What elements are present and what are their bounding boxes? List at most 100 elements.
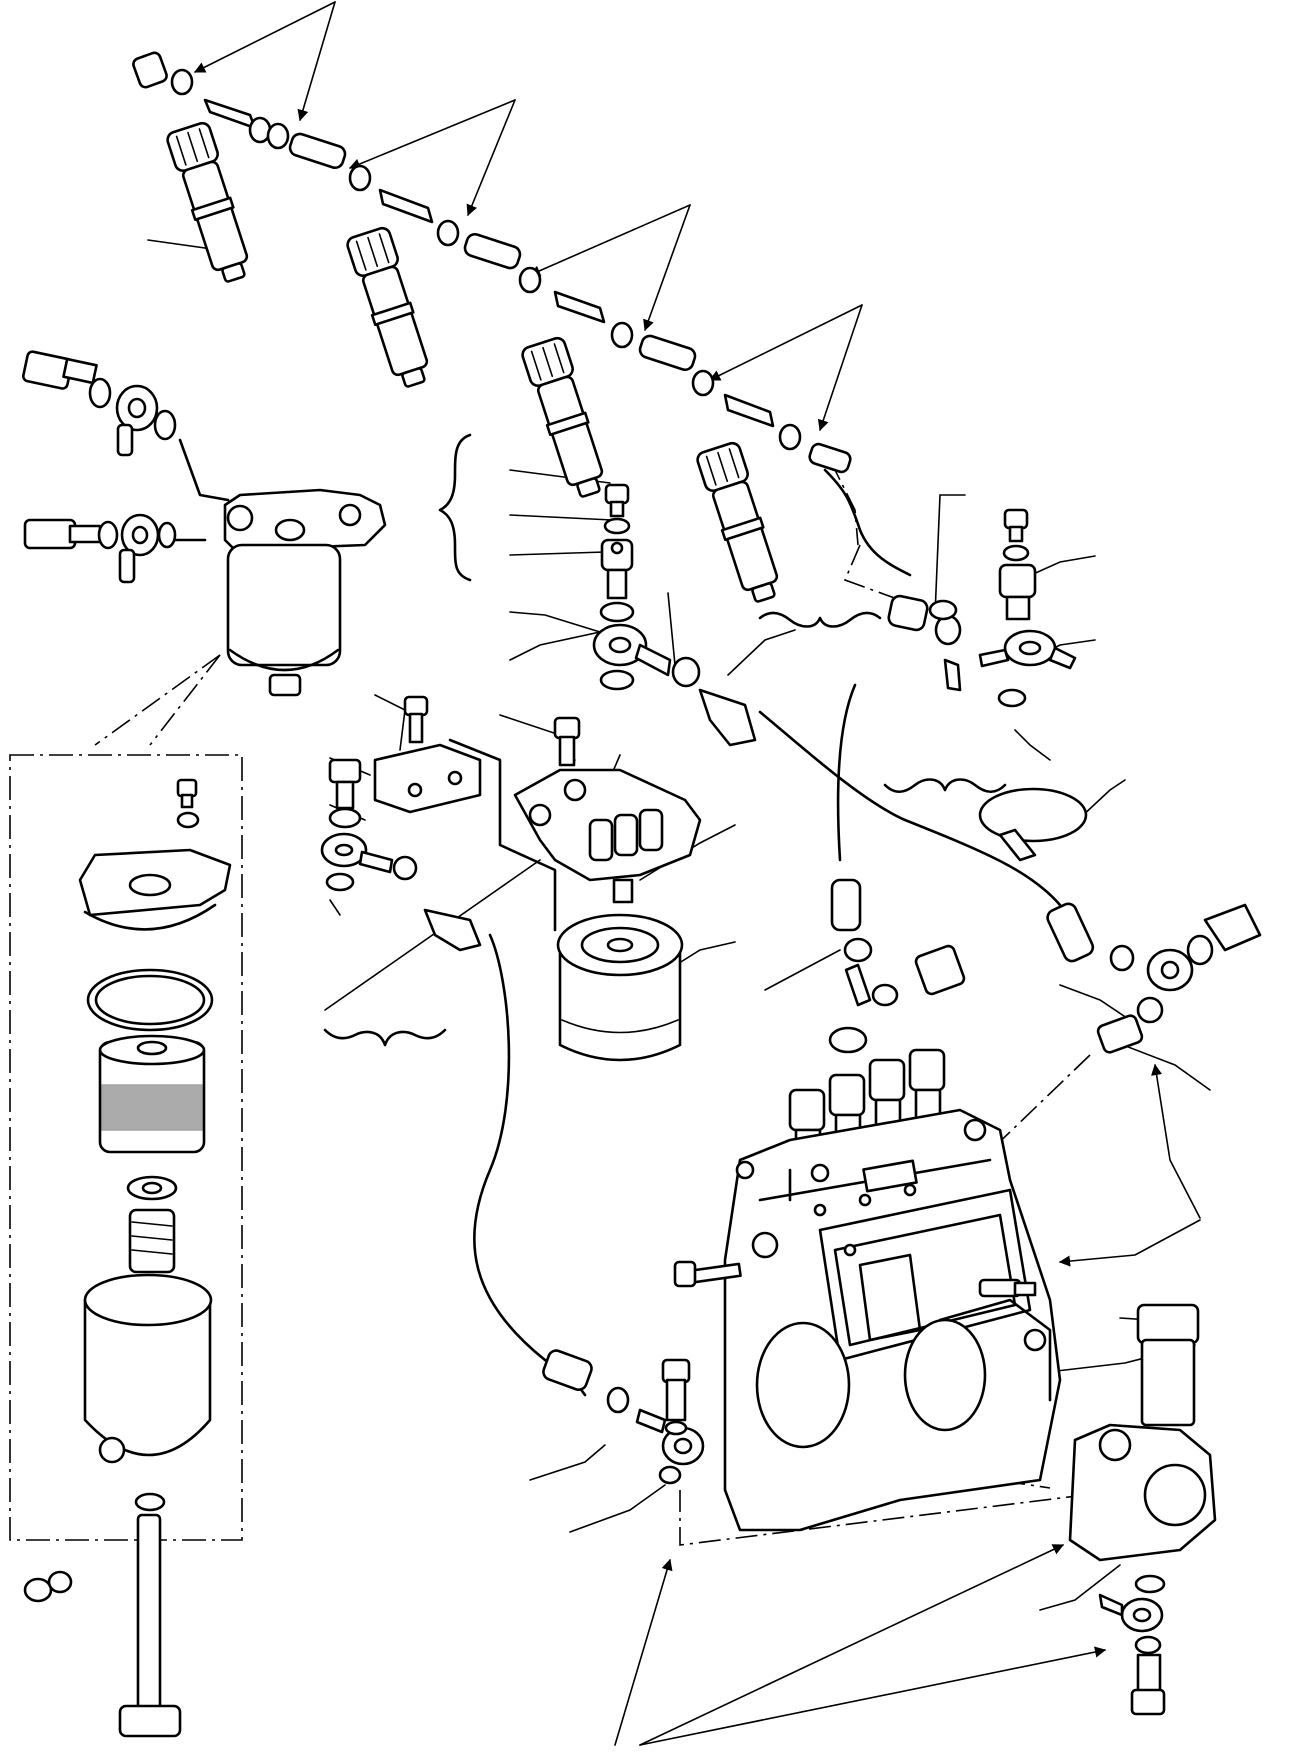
leader-line <box>667 592 676 666</box>
feed-pump <box>1068 1303 1217 1716</box>
washer <box>664 1420 688 1436</box>
pump-bore <box>903 1318 987 1432</box>
brace <box>438 433 472 582</box>
priming-pump-knob <box>1136 1303 1200 1345</box>
leader-line <box>643 204 691 332</box>
leader-line <box>193 1 336 73</box>
secondary-filter <box>513 716 702 1062</box>
washer <box>658 1465 682 1485</box>
rail-hose <box>638 334 697 372</box>
rail-clip <box>170 68 194 96</box>
leader-line <box>1039 1564 1121 1611</box>
rail-hose <box>463 232 522 270</box>
clip <box>606 1386 630 1414</box>
brace <box>758 611 882 628</box>
leader-line <box>817 304 863 432</box>
leader-line <box>374 694 406 751</box>
washer <box>1002 544 1030 562</box>
leader-line <box>324 859 541 1011</box>
return-hose-2 <box>836 683 857 862</box>
filter-line <box>178 438 230 502</box>
filter-exploded-view <box>9 754 243 1738</box>
leader-line <box>614 1558 673 1746</box>
braces <box>323 433 1007 1047</box>
hose <box>423 908 482 952</box>
banjo-bolt <box>1203 903 1262 952</box>
leader-line <box>1079 779 1126 819</box>
clip <box>928 599 958 621</box>
washer <box>871 983 899 1007</box>
injection-nozzles <box>166 121 779 603</box>
name-plate <box>862 1159 918 1193</box>
rail-hose <box>288 132 347 170</box>
washer <box>47 1570 73 1594</box>
washer <box>97 520 119 550</box>
washer <box>1186 934 1214 966</box>
leader-line <box>1058 1219 1201 1267</box>
banjo-bolt <box>1136 1653 1162 1695</box>
leak-off-hose <box>887 594 929 632</box>
filter-bowl <box>83 1298 212 1457</box>
rail-clip <box>691 369 715 397</box>
rail-clip <box>778 423 802 451</box>
pump-bore <box>755 1321 851 1449</box>
leader-lines <box>147 1 1211 1746</box>
leader-line <box>509 551 606 556</box>
leader-line <box>639 1544 1065 1746</box>
brace <box>323 1028 447 1047</box>
banjo-bolt <box>23 518 77 550</box>
rail-tube <box>723 393 775 428</box>
leader-line <box>1059 984 1131 1021</box>
rail-hose <box>808 442 852 474</box>
washer <box>599 601 635 623</box>
leader-line <box>1151 1063 1201 1219</box>
leader-line <box>934 494 966 616</box>
washer <box>88 377 112 409</box>
bracket-fittings <box>320 695 557 952</box>
injector-nozzle <box>166 121 249 283</box>
return-hose <box>758 710 1062 907</box>
leader-line <box>329 899 341 916</box>
washer <box>1134 1635 1162 1655</box>
leader-line <box>466 99 516 217</box>
bolt <box>604 483 630 505</box>
leader-line <box>297 1 336 122</box>
rail-clip <box>518 266 542 294</box>
rail-tube <box>378 188 434 224</box>
clip <box>934 614 962 646</box>
hose <box>698 688 757 747</box>
right-fittings <box>887 508 1077 708</box>
leader-line <box>509 514 613 521</box>
hose-end <box>1046 902 1095 963</box>
leader-line <box>348 99 516 170</box>
center-bolt <box>136 1513 162 1717</box>
fitting <box>1096 1014 1144 1054</box>
feed-fittings <box>828 878 1262 1054</box>
clip <box>843 937 873 963</box>
spring <box>128 1208 176 1274</box>
bracket <box>373 743 482 814</box>
hose-end <box>830 878 862 932</box>
filter-bowl <box>226 543 342 667</box>
injection-pump <box>673 1048 1062 1532</box>
washer <box>1136 996 1164 1024</box>
hose-end <box>542 1349 593 1392</box>
filter-inlet-fittings <box>21 350 177 584</box>
leader-line <box>509 631 601 661</box>
washer <box>603 517 631 535</box>
union-nut <box>914 944 966 996</box>
leader-line <box>764 949 841 991</box>
washer <box>153 409 177 441</box>
washer <box>997 688 1027 708</box>
leader-line <box>569 1484 666 1533</box>
clip <box>1109 944 1135 972</box>
leader-line <box>1109 1039 1211 1091</box>
detail-box <box>9 754 243 1541</box>
center-fittings <box>592 483 757 747</box>
valve <box>998 563 1037 599</box>
leak-off-rail <box>132 51 852 474</box>
hose-clamp-band <box>978 787 1088 862</box>
fuel-filter-assembly <box>223 488 387 697</box>
washer <box>157 521 177 549</box>
